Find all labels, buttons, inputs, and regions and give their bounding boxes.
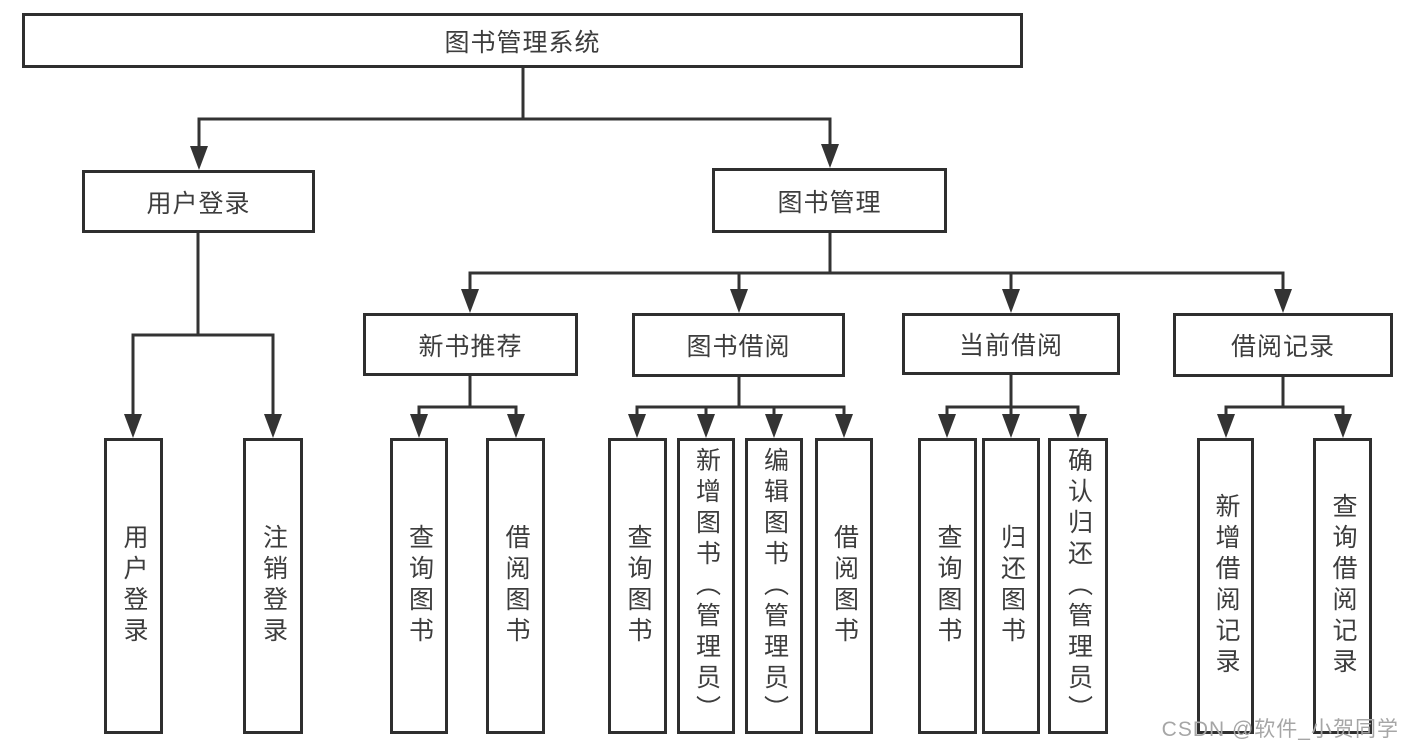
leaf-label: 归还图书 — [997, 524, 1026, 648]
node-label: 图书管理 — [777, 188, 882, 217]
connector-root — [190, 66, 839, 170]
leaf-label: 新增图书（管理员） — [692, 446, 721, 726]
leaf-query-borrow-record: 查询借阅记录 — [1313, 438, 1372, 734]
node-label: 当前借阅 — [958, 332, 1063, 360]
leaf-add-borrow-record: 新增借阅记录 — [1197, 438, 1254, 734]
connector-book-borrowing — [628, 375, 853, 438]
node-current-borrowing: 当前借阅 — [902, 313, 1120, 375]
leaf-borrow-books: 借阅图书 — [815, 438, 873, 734]
node-book-borrowing: 图书借阅 — [632, 313, 845, 377]
node-library-management-system: 图书管理系统 — [22, 13, 1023, 68]
leaf-label: 用户登录 — [120, 524, 148, 648]
watermark: CSDN @软件_小贺同学 — [1161, 718, 1399, 741]
leaf-label: 查询图书 — [405, 524, 434, 648]
leaf-logout: 注销登录 — [243, 438, 303, 734]
leaf-add-book-admin: 新增图书（管理员） — [677, 438, 735, 734]
leaf-label: 借阅图书 — [502, 524, 530, 648]
node-user-login: 用户登录 — [82, 170, 315, 233]
leaf-borrow-books-recommend: 借阅图书 — [486, 438, 545, 734]
leaf-label: 注销登录 — [259, 524, 288, 648]
connector-book-management — [461, 231, 1292, 313]
leaf-label: 编辑图书（管理员） — [760, 446, 789, 726]
leaf-query-books-current: 查询图书 — [918, 438, 977, 734]
node-label: 用户登录 — [146, 189, 251, 218]
leaf-label: 确认归还（管理员） — [1064, 446, 1093, 726]
node-label: 新书推荐 — [418, 332, 523, 361]
leaf-edit-book-admin: 编辑图书（管理员） — [745, 438, 803, 734]
leaf-label: 借阅图书 — [830, 524, 859, 648]
leaf-confirm-return-admin: 确认归还（管理员） — [1048, 438, 1108, 734]
node-borrowing-records: 借阅记录 — [1173, 313, 1393, 377]
connector-borrowing-records — [1217, 375, 1352, 438]
node-label: 图书管理系统 — [444, 28, 601, 57]
node-label: 借阅记录 — [1230, 333, 1335, 361]
leaf-query-books-borrowing: 查询图书 — [608, 438, 667, 734]
leaf-return-books: 归还图书 — [982, 438, 1040, 734]
leaf-user-login: 用户登录 — [104, 438, 163, 734]
leaf-label: 查询图书 — [934, 524, 962, 648]
node-label: 图书借阅 — [686, 333, 791, 361]
connector-new-book-recommendation — [410, 374, 525, 438]
leaf-label: 查询图书 — [624, 524, 652, 648]
connector-user-login — [124, 231, 282, 438]
node-book-management: 图书管理 — [712, 168, 947, 233]
connector-current-borrowing — [938, 373, 1087, 438]
node-new-book-recommendation: 新书推荐 — [363, 313, 578, 376]
leaf-query-books-recommend: 查询图书 — [390, 438, 448, 734]
leaf-label: 新增借阅记录 — [1212, 493, 1240, 679]
leaf-label: 查询借阅记录 — [1329, 493, 1357, 679]
